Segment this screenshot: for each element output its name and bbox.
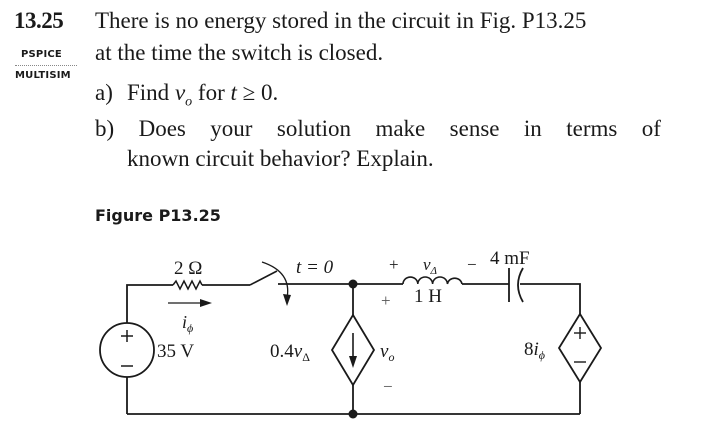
capacitor-value: 4 mF xyxy=(490,248,530,269)
voltage-source-icon xyxy=(99,322,155,378)
resistor-value: 2 Ω xyxy=(174,258,202,279)
current-arrow-icon xyxy=(168,299,212,307)
tag-divider xyxy=(15,65,77,66)
multisim-tag: MULTISIM xyxy=(15,70,71,81)
source-value: 35 V xyxy=(157,341,194,362)
vo-sub: o xyxy=(185,94,193,110)
problem-number: 13.25 xyxy=(14,8,64,33)
part-a-text2: for xyxy=(192,80,231,105)
part-b-line2: known circuit behavior? Explain. xyxy=(127,146,434,171)
part-a-label: a) xyxy=(95,80,113,105)
top-node-dot xyxy=(348,279,358,289)
word: terms xyxy=(566,116,618,141)
pspice-tag: PSPICE xyxy=(21,49,62,60)
part-b-label: b) xyxy=(95,116,115,141)
inductor-value: 1 H xyxy=(414,286,442,307)
dependent-voltage-label: 8iϕ xyxy=(524,339,545,362)
word: solution xyxy=(276,116,352,141)
word: make xyxy=(375,116,426,141)
current-label: iϕ xyxy=(182,312,193,335)
t-var: t xyxy=(230,80,237,105)
word: in xyxy=(523,116,542,141)
word: sense xyxy=(449,116,500,141)
part-a-text: Find xyxy=(127,80,175,105)
vo-plus: + xyxy=(381,291,391,310)
vo-minus: − xyxy=(383,377,393,396)
part-a: a) Find vo for t ≥ 0. xyxy=(95,80,278,111)
vo-var: v xyxy=(174,80,186,105)
dependent-current-source-icon xyxy=(330,313,376,387)
problem-statement-line1: There is no energy stored in the circuit… xyxy=(95,8,587,33)
word: Does xyxy=(138,116,186,141)
vo-label: vo xyxy=(380,341,394,364)
v-delta-label: vΔ xyxy=(423,255,437,277)
switch-icon xyxy=(249,261,291,306)
dependent-current-label: 0.4vΔ xyxy=(270,341,310,364)
bottom-node-dot xyxy=(348,409,358,419)
part-a-relation: ≥ 0. xyxy=(236,80,279,105)
dependent-voltage-source-icon xyxy=(557,312,603,384)
resistor-icon xyxy=(172,279,203,291)
v-delta-plus: + xyxy=(389,255,399,274)
word: your xyxy=(210,116,253,141)
figure-title: Figure P13.25 xyxy=(95,206,221,225)
v-delta-minus: − xyxy=(467,255,477,274)
word: of xyxy=(641,116,661,141)
problem-statement-line2: at the time the switch is closed. xyxy=(95,40,384,65)
inductor-icon xyxy=(402,276,463,285)
part-b-line1: b) Does your solution make sense in term… xyxy=(95,116,661,142)
capacitor-icon xyxy=(508,267,524,303)
switch-label: t = 0 xyxy=(296,257,334,278)
